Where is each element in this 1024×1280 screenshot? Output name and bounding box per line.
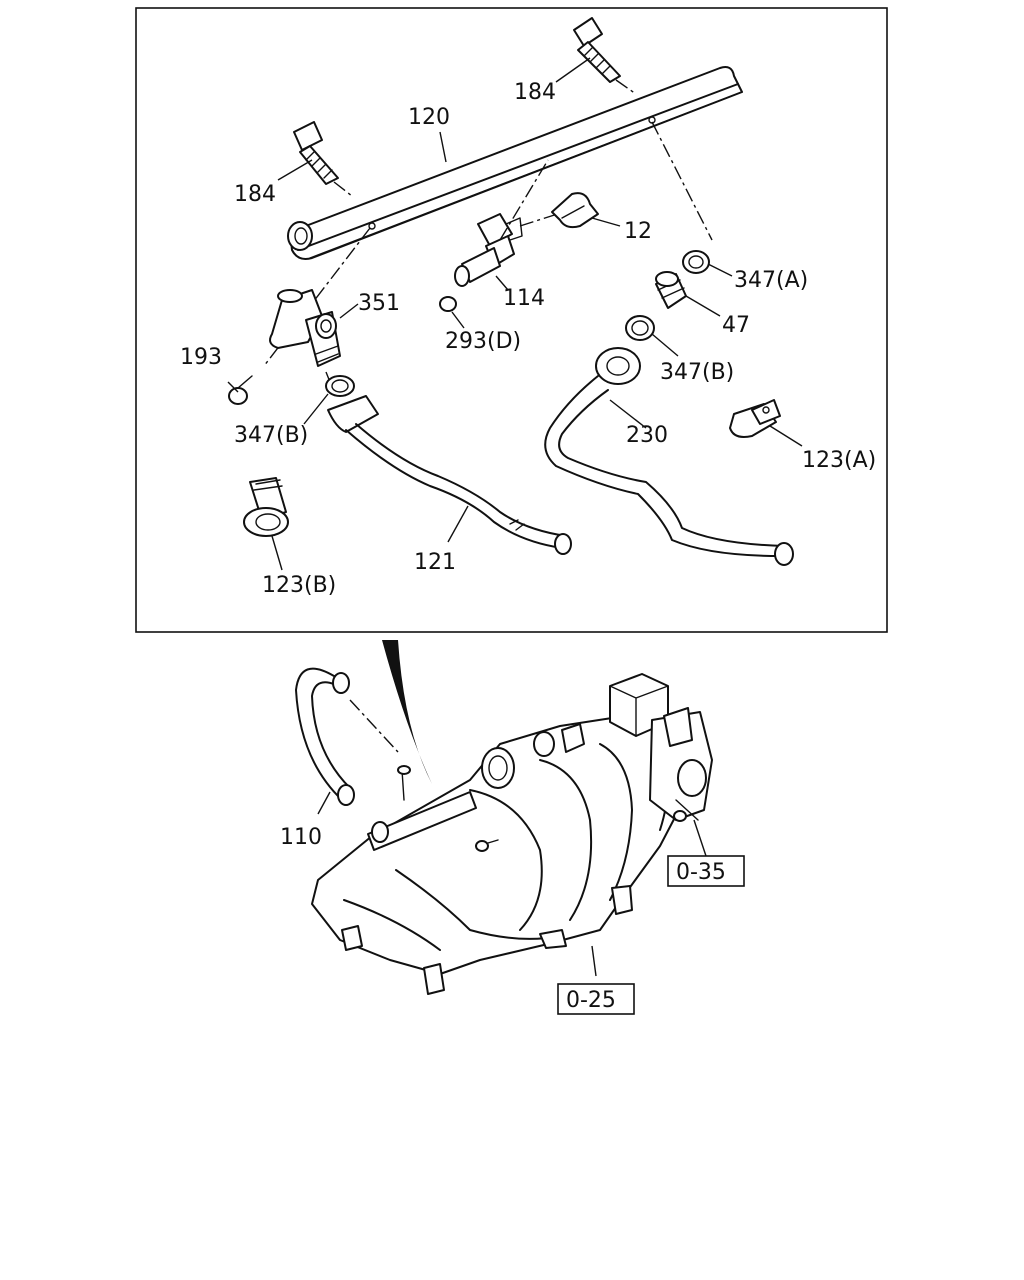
fuel-injector <box>454 209 571 287</box>
seal-347b-left <box>325 375 355 397</box>
callout-12: 12 <box>624 219 652 244</box>
callout-47: 47 <box>722 313 750 338</box>
callout-114: 114 <box>503 286 545 311</box>
callout-184-top: 184 <box>514 80 556 105</box>
callout-347a: 347(A) <box>734 268 808 293</box>
pressure-regulator <box>269 289 341 393</box>
screw-193 <box>228 375 253 405</box>
leader-lines <box>227 57 803 977</box>
clamp-123b <box>243 477 289 537</box>
callout-120: 120 <box>408 105 450 130</box>
fuel-rail <box>287 66 743 260</box>
callout-123b: 123(B) <box>262 573 336 598</box>
bolt-184-top <box>573 17 637 95</box>
reference-0-35: 0-35 <box>676 860 726 885</box>
clamp-123a <box>729 399 781 438</box>
seal-347b-right <box>625 315 655 341</box>
callout-230: 230 <box>626 423 668 448</box>
intake-manifold-assembly <box>295 640 713 995</box>
callout-110: 110 <box>280 825 322 850</box>
fitting-47 <box>655 271 687 309</box>
callout-293d: 293(D) <box>445 329 521 354</box>
callout-121: 121 <box>414 550 456 575</box>
fuel-pipe-230 <box>544 347 794 566</box>
callout-184-left: 184 <box>234 182 276 207</box>
callout-347b-left: 347(B) <box>234 423 308 448</box>
callout-123a: 123(A) <box>802 448 876 473</box>
callout-351: 351 <box>358 291 400 316</box>
reference-0-25: 0-25 <box>566 988 616 1013</box>
retaining-clip <box>551 192 599 229</box>
bolt-184-left <box>293 121 353 197</box>
o-ring-293d <box>439 296 457 312</box>
reference-box-0-35: 0-35 <box>667 855 745 887</box>
reference-box-0-25: 0-25 <box>557 983 635 1015</box>
seal-347a <box>682 250 710 274</box>
detail-frame <box>135 7 888 633</box>
fuel-pipe-121 <box>327 395 572 555</box>
callout-193: 193 <box>180 345 222 370</box>
callout-labels: 184 184 120 12 347(A) 351 114 47 193 293… <box>180 80 876 850</box>
callout-347b-right: 347(B) <box>660 360 734 385</box>
